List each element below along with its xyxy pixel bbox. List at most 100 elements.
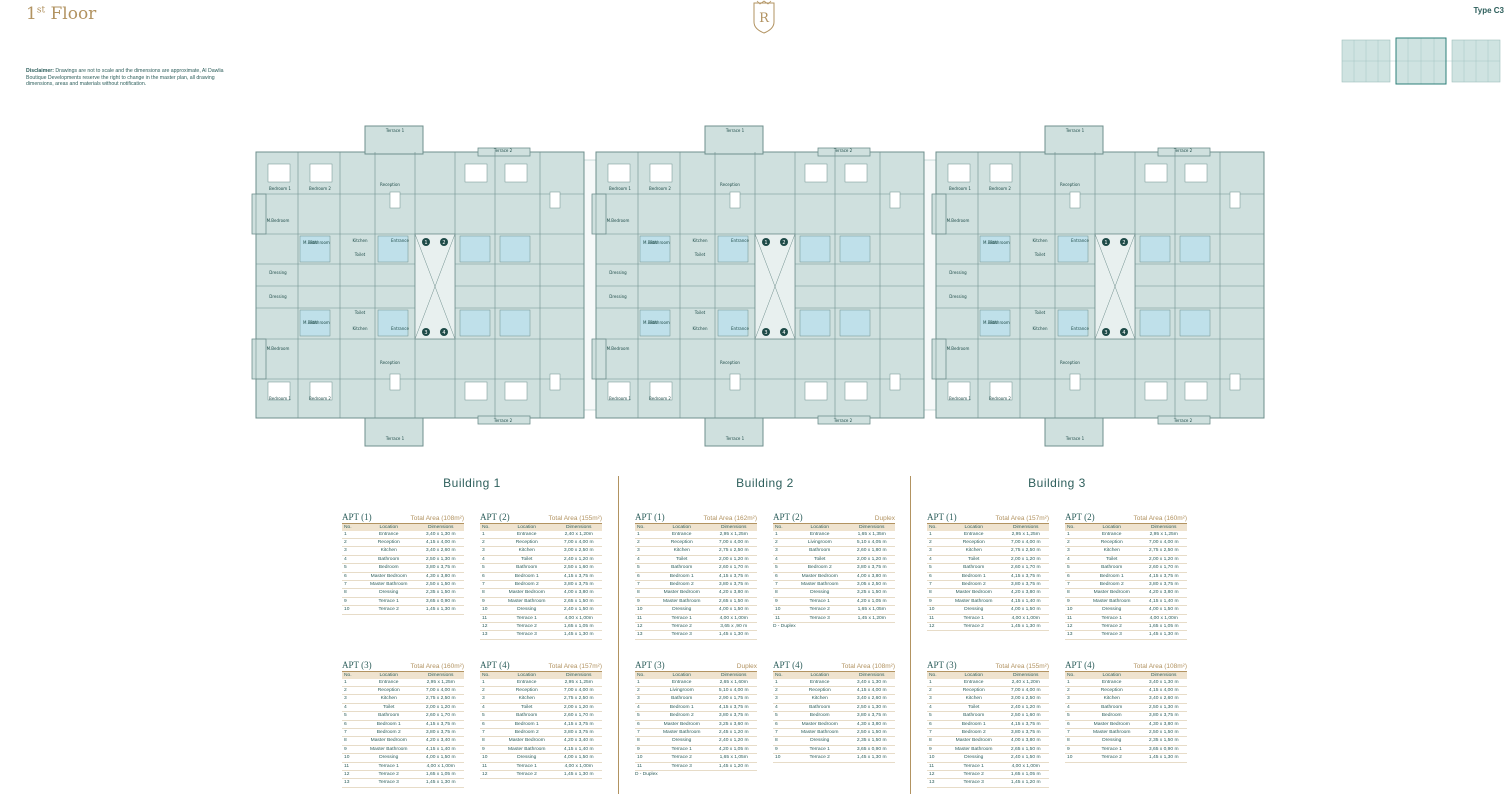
bed xyxy=(504,381,528,401)
table-cell: Toilet xyxy=(945,555,1003,565)
table-cell: 3,80 x 3,75 m xyxy=(1140,711,1187,721)
bed xyxy=(607,381,631,401)
table-cell: Kitchen xyxy=(360,694,418,704)
table-cell: 1 xyxy=(635,678,653,687)
room-label: Dressing xyxy=(949,270,967,275)
table-cell: 2,40 x 1,20 m xyxy=(710,736,757,746)
table-cell: 12 xyxy=(480,622,498,632)
table-cell: Dressing xyxy=(498,753,556,763)
table-cell: 2,40 x 1,20 m xyxy=(1002,703,1049,713)
column-header: Location xyxy=(360,524,418,531)
table-cell: 5 xyxy=(342,711,360,721)
dining-table xyxy=(549,373,561,391)
room-label: Reception xyxy=(720,360,740,365)
table-cell: 6 xyxy=(773,572,791,582)
disclaimer: Disclaimer: Drawings are not to scale an… xyxy=(26,68,236,88)
table-cell: Bedroom xyxy=(360,563,418,573)
table-cell: 2,75 x 2,50 m xyxy=(1002,546,1049,556)
column-header: Dimensions xyxy=(848,672,895,679)
table-cell: 9 xyxy=(635,597,653,607)
table-cell: 4,15 x 4,00 m xyxy=(1140,686,1187,696)
unit-marker xyxy=(422,238,430,246)
table-cell: 2,60 x 1,70 m xyxy=(417,711,464,721)
room-label: Terrace 1 xyxy=(1065,436,1085,441)
table-cell: 4 xyxy=(927,703,945,713)
table-cell: Bathroom xyxy=(945,563,1003,573)
table-cell: Toilet xyxy=(653,555,711,565)
table-cell: Kitchen xyxy=(1083,546,1141,556)
bed xyxy=(649,163,673,183)
room-label: M.Bedroom xyxy=(267,218,290,223)
table-cell: 7 xyxy=(773,728,791,738)
table-cell: 7,00 x 4,00 m xyxy=(1140,538,1187,548)
room-label: Entrance xyxy=(1071,238,1089,243)
dining-table xyxy=(1069,373,1081,391)
table-cell: Dressing xyxy=(653,736,711,746)
floor-word: Floor xyxy=(45,4,97,24)
unit-number: 2 xyxy=(782,240,785,246)
apartment-header: APT (3)Duplex xyxy=(635,660,757,672)
table-cell: Terrace 3 xyxy=(791,614,849,624)
wet-area xyxy=(1179,309,1211,337)
table-cell: 2,95 x 1,25m xyxy=(1140,530,1187,539)
table-cell: Dressing xyxy=(791,588,849,598)
table-cell: 12 xyxy=(342,770,360,780)
table-cell: Dressing xyxy=(945,753,1003,763)
table-cell: 9 xyxy=(1065,745,1083,755)
room-label: Bedroom 2 xyxy=(649,396,671,401)
dining-table xyxy=(389,191,401,209)
room-label: Entrance xyxy=(731,326,749,331)
table-cell: 1,65 x 1,05m xyxy=(848,605,895,615)
table-cell: 8 xyxy=(773,588,791,598)
bed xyxy=(649,381,673,401)
table-cell: 4 xyxy=(635,703,653,713)
table-cell: 1,45 x 1,20 m xyxy=(710,762,757,772)
table-cell: 3,80 x 3,75 m xyxy=(1002,728,1049,738)
unit-marker xyxy=(440,328,448,336)
apartment-area: Total Area (108m²) xyxy=(1133,663,1187,670)
table-cell: 1,65 x 1,05 m xyxy=(1140,622,1187,632)
room-label: Kitchen xyxy=(692,238,707,243)
room-label: Bathroom xyxy=(310,320,330,325)
table-cell: 1,45 x 1,30 m xyxy=(555,770,602,780)
table-cell: 3,80 x 3,75 m xyxy=(1002,580,1049,590)
table-cell: 8 xyxy=(773,736,791,746)
table-cell: 7,00 x 4,00 m xyxy=(417,686,464,696)
table-cell: 2 xyxy=(773,686,791,696)
table-cell: 3 xyxy=(635,694,653,704)
wet-area xyxy=(717,235,749,263)
table-cell: Terrace 2 xyxy=(1083,622,1141,632)
table-cell: 1 xyxy=(480,530,498,539)
table-cell: Bedroom xyxy=(791,711,849,721)
table-cell: Master Bedroom xyxy=(360,736,418,746)
table-cell: 1 xyxy=(773,530,791,539)
table-cell: 9 xyxy=(342,597,360,607)
logo-letter: R xyxy=(759,11,770,26)
table-cell: Dressing xyxy=(360,753,418,763)
apartment-area: Total Area (160m²) xyxy=(410,663,464,670)
table-cell: 12 xyxy=(1065,622,1083,632)
wet-area xyxy=(1139,309,1171,337)
table-cell: 4,15 x 3,75 m xyxy=(1002,572,1049,582)
wet-area xyxy=(377,235,409,263)
table-cell: Kitchen xyxy=(498,546,556,556)
room-label: Reception xyxy=(1060,182,1080,187)
column-header: Dimensions xyxy=(710,524,757,531)
table-cell: 1,45 x 1,30 m xyxy=(417,778,464,788)
